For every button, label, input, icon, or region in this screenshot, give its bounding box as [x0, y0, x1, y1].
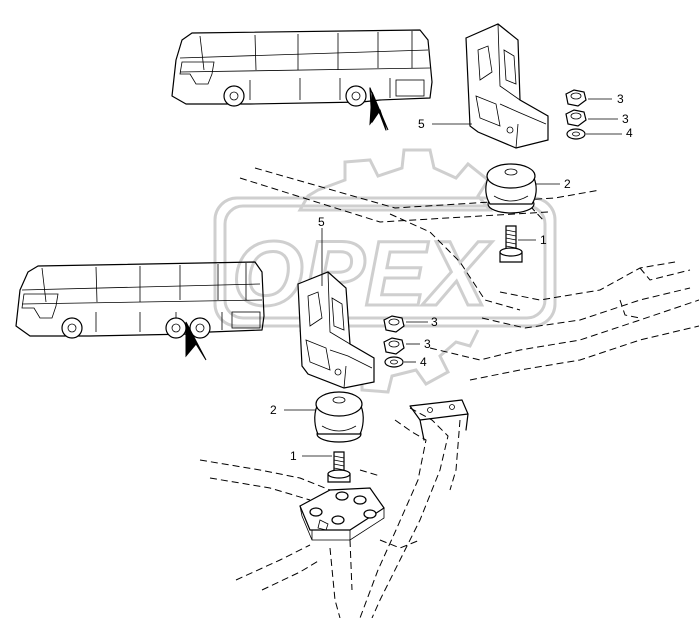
rubber-mount-upper — [485, 163, 537, 214]
bus-lower — [15, 261, 265, 361]
callout-bracket-upper: 5 — [418, 117, 425, 131]
washer-lower — [384, 356, 404, 368]
callout-mount-upper: 2 — [564, 177, 571, 191]
bolt-lower — [327, 451, 351, 483]
callout-bolt-upper: 1 — [540, 233, 547, 247]
frame-bracket-plate — [409, 399, 469, 441]
callout-nut-upper-b: 3 — [622, 112, 629, 126]
nut-upper-b — [565, 109, 587, 127]
bolt-upper — [499, 225, 523, 263]
watermark-text: OPEX — [232, 223, 492, 325]
washer-upper — [566, 128, 586, 140]
nut-lower-a — [383, 315, 405, 333]
callout-washer-lower: 4 — [420, 355, 427, 369]
callout-washer-upper: 4 — [626, 126, 633, 140]
bracket-lower — [297, 271, 375, 389]
bracket-upper — [465, 23, 549, 149]
callout-bolt-lower: 1 — [290, 449, 297, 463]
upper-assembly — [465, 23, 587, 263]
chassis-frame-upper — [239, 167, 699, 381]
rubber-mount-lower — [314, 391, 364, 443]
callouts-upper: 5 3 3 4 2 1 — [418, 92, 633, 247]
callouts-lower: 5 3 3 4 2 1 — [270, 215, 438, 463]
chassis-frame-lower — [199, 407, 461, 618]
nut-upper-a — [565, 89, 587, 107]
callout-nut-lower-b: 3 — [424, 337, 431, 351]
bus-upper — [171, 29, 433, 131]
watermark-gear — [297, 148, 494, 212]
lower-assembly — [297, 271, 405, 541]
callout-mount-lower: 2 — [270, 403, 277, 417]
callout-nut-upper-a: 3 — [617, 92, 624, 106]
watermark: OPEX — [213, 148, 557, 394]
callout-nut-lower-a: 3 — [431, 315, 438, 329]
base-plate-lower — [299, 487, 385, 541]
nut-lower-b — [383, 337, 405, 355]
callout-bracket-lower: 5 — [318, 215, 325, 229]
